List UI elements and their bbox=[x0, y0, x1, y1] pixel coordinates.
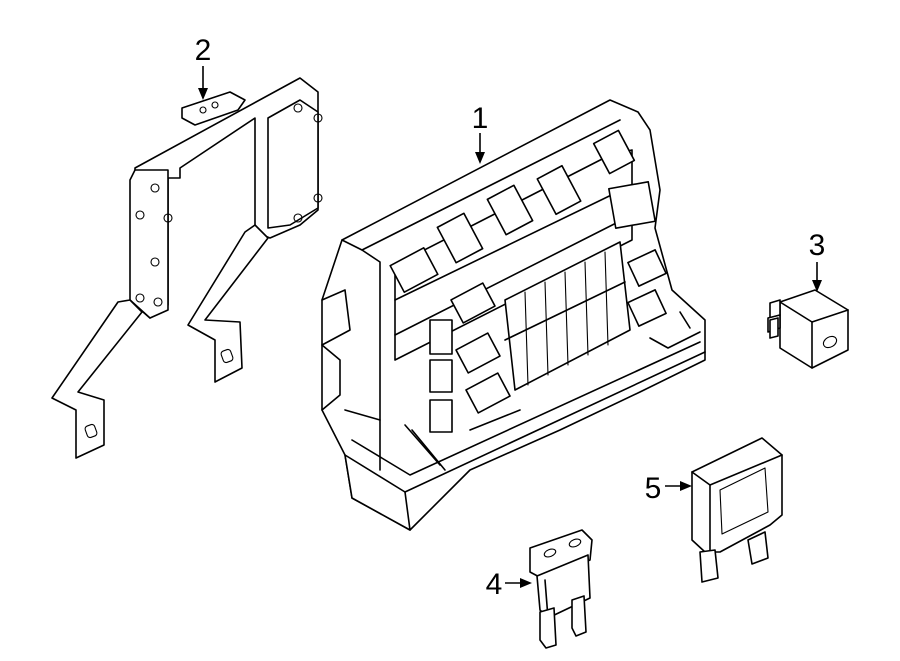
maxi-fuse-part bbox=[691, 437, 783, 583]
callout-4-label: 4 bbox=[486, 568, 503, 601]
relay-part bbox=[767, 289, 849, 369]
callout-3: 3 bbox=[809, 229, 826, 292]
mini-fuse-part bbox=[529, 529, 593, 649]
fuse-box-part bbox=[321, 99, 706, 531]
callout-5-label: 5 bbox=[645, 472, 662, 505]
callout-5: 5 bbox=[645, 472, 692, 505]
callout-3-label: 3 bbox=[809, 229, 826, 262]
bracket-part bbox=[51, 77, 323, 459]
callout-1-label: 1 bbox=[472, 102, 489, 135]
callout-2-label: 2 bbox=[195, 34, 212, 67]
callout-4: 4 bbox=[486, 568, 532, 601]
callout-1: 1 bbox=[472, 102, 489, 164]
callout-2: 2 bbox=[195, 34, 212, 100]
